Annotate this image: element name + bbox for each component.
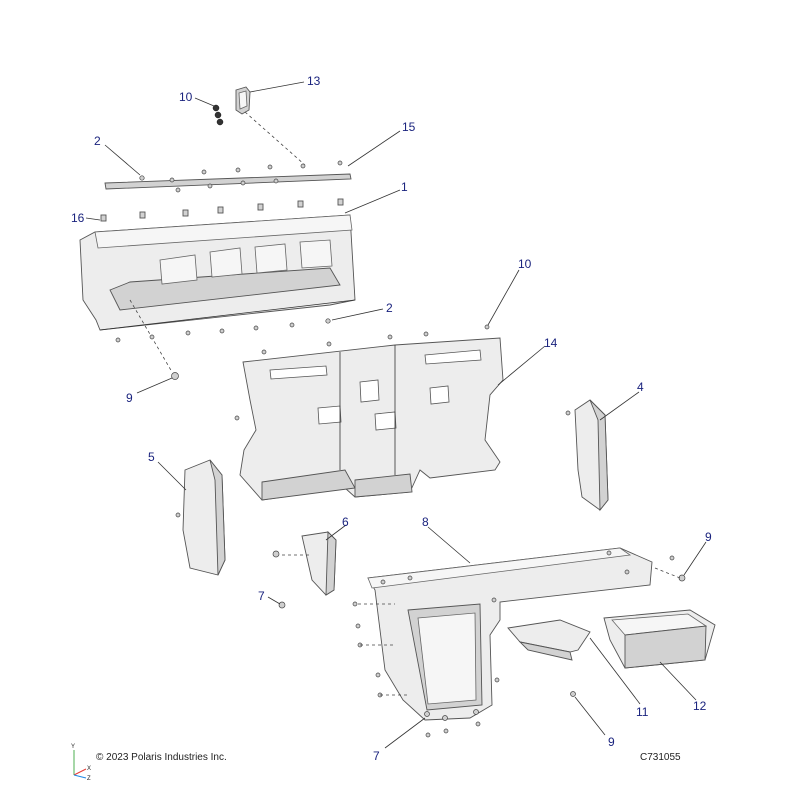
copyright-notice: © 2023 Polaris Industries Inc. <box>96 752 227 763</box>
axis-label-z: Z <box>87 776 91 782</box>
callout-2-top: 2 <box>94 134 101 148</box>
leader-lines <box>85 81 707 749</box>
callout-15: 15 <box>402 120 416 134</box>
part-2-fasteners-top <box>139 160 343 193</box>
callout-9-left: 9 <box>126 391 133 405</box>
callout-9-right: 9 <box>705 530 712 544</box>
callout-14: 14 <box>544 336 558 350</box>
part-14-fasteners <box>234 324 490 421</box>
part-5-side-panel-left <box>175 459 226 576</box>
callout-9-bottom: 9 <box>608 735 615 749</box>
callout-1: 1 <box>401 180 408 194</box>
part-7-fastener-mid <box>278 601 286 609</box>
callout-16: 16 <box>71 211 85 225</box>
callout-4: 4 <box>637 380 644 394</box>
axis-label-y: Y <box>71 744 75 750</box>
part-9-fastener-bottom <box>570 691 576 697</box>
callout-7-mid: 7 <box>258 589 265 603</box>
diagram-code: C731055 <box>640 752 681 763</box>
part-6-block <box>272 530 337 596</box>
callout-2-mid: 2 <box>386 301 393 315</box>
part-8-console-tub <box>367 547 653 721</box>
part-10-nuts <box>212 104 224 126</box>
part-2-fasteners-bottom <box>115 318 331 343</box>
callout-13: 13 <box>307 74 321 88</box>
callout-10-mid: 10 <box>518 257 532 271</box>
part-12-bin <box>603 609 716 669</box>
part-1-rear-panel <box>79 214 356 331</box>
part-16-clips <box>100 198 344 222</box>
callout-7-bottom: 7 <box>373 749 380 763</box>
part-4-side-panel-right <box>565 399 609 512</box>
callout-5: 5 <box>148 450 155 464</box>
callout-labels: 13 10 2 15 1 16 10 2 14 9 4 5 6 8 9 7 11… <box>71 74 712 763</box>
part-14-floor-panel <box>239 337 504 501</box>
axis-triad-icon: Y X Z <box>71 744 91 782</box>
callout-12: 12 <box>693 699 707 713</box>
callout-11: 11 <box>636 705 649 719</box>
axis-label-x: X <box>87 766 91 772</box>
part-15-strip <box>104 173 352 190</box>
part-11-tray <box>507 619 591 661</box>
callout-6: 6 <box>342 515 349 529</box>
part-9-fastener-left <box>171 372 179 380</box>
part-8-fasteners <box>352 597 500 738</box>
part-13-clip <box>235 86 251 115</box>
callout-10-top: 10 <box>179 90 193 104</box>
callout-8: 8 <box>422 515 429 529</box>
